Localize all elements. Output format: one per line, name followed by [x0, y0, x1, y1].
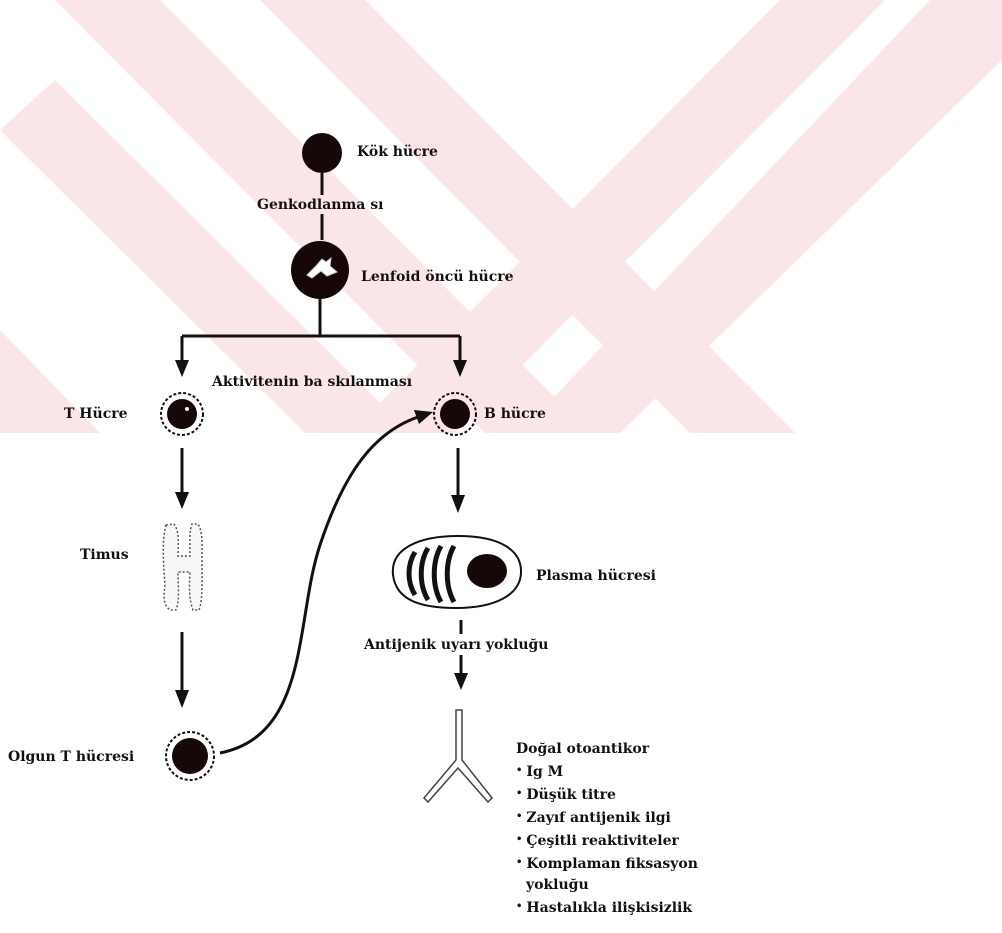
watermark-logo — [0, 0, 1002, 433]
autoantibody-title: Doğal otoantikor — [516, 739, 698, 760]
bullet-icon: • — [516, 788, 522, 799]
bullet-icon: • — [516, 901, 522, 912]
bullet-icon: • — [516, 857, 522, 868]
mature-t-cell-label: Olgun T hücresi — [8, 750, 134, 764]
autoantibody-property: • Düşük titre — [516, 783, 698, 806]
plasma-cell-label: Plasma hücresi — [536, 569, 656, 583]
autoantibody-property: • Zayıf antijenik ilgi — [516, 806, 698, 829]
stem-cell-icon — [302, 133, 342, 173]
t-cell-label: T Hücre — [64, 407, 128, 421]
autoantibody-property: • Ig M — [516, 760, 698, 783]
autoantibody-property: • Çeşitli reaktiviteler — [516, 829, 698, 852]
property-text: Çeşitli reaktiviteler — [526, 833, 679, 849]
bullet-icon: • — [516, 811, 522, 822]
property-text: Düşük titre — [526, 787, 616, 803]
arrow-head — [451, 495, 465, 513]
lymphoid-progenitor-label: Lenfoid öncü hücre — [361, 270, 514, 284]
property-text: Hastalıkla ilişkisizlik — [526, 900, 692, 916]
arrow-head — [175, 360, 189, 377]
b-cell-nucleus — [440, 399, 470, 429]
mature-t-cell-nucleus — [172, 738, 208, 774]
antibody-icon — [424, 710, 492, 802]
suppression-curve-arrow — [220, 417, 418, 753]
arrow-head — [454, 673, 468, 690]
bullet-icon: • — [516, 765, 522, 776]
t-cell-highlight — [185, 407, 189, 411]
plasma-cell-icon — [393, 536, 521, 608]
autoantibody-property: • Komplaman fiksasyon — [516, 852, 698, 875]
property-text: Ig M — [526, 764, 563, 780]
thymus-label: Timus — [80, 548, 129, 562]
arrow-head — [175, 690, 189, 708]
thymus-icon — [163, 524, 202, 610]
autoantibody-property-continuation: yokluğu — [516, 875, 698, 896]
b-cell-label: B hücre — [484, 407, 546, 421]
property-text: Zayıf antijenik ilgi — [526, 810, 670, 826]
gene-coding-label: Genkodlanma sı — [257, 198, 383, 212]
autoantibody-property: • Hastalıkla ilişkisizlik — [516, 896, 698, 919]
stem-cell-label: Kök hücre — [357, 145, 438, 159]
natural-autoantibody-list: Doğal otoantikor • Ig M • Düşük titre • Zay… — [516, 739, 698, 919]
activity-suppression-label: Aktivitenin ba skılanması — [212, 375, 412, 389]
arrow-head — [175, 492, 189, 509]
bullet-icon: • — [516, 834, 522, 845]
no-antigenic-stimulus-label: Antijenik uyarı yokluğu — [364, 638, 548, 652]
property-text: Komplaman fiksasyon — [526, 856, 698, 872]
t-cell-nucleus — [167, 399, 197, 429]
